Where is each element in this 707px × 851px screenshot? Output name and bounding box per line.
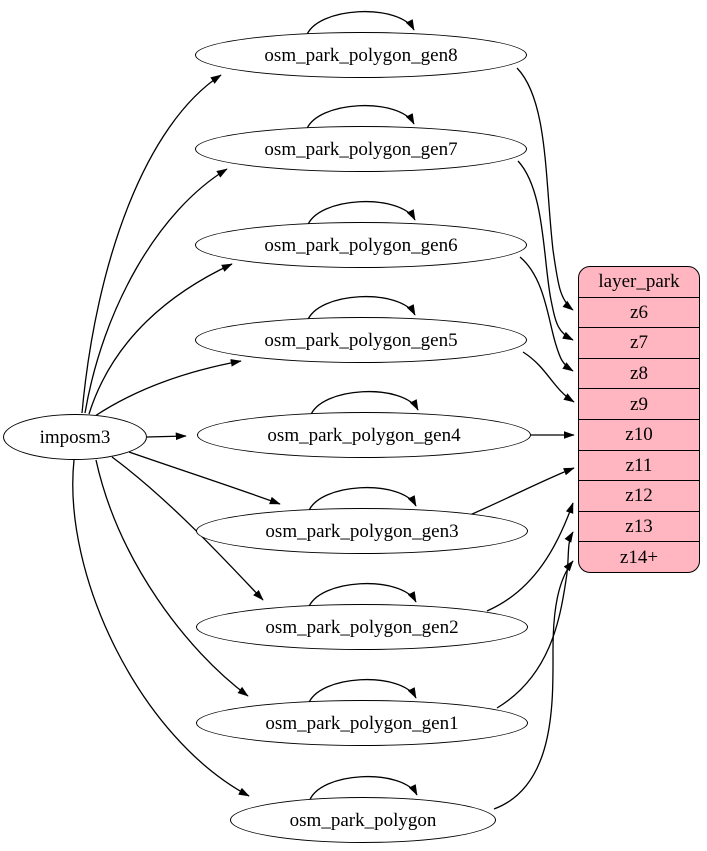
selfloop-gen4 xyxy=(309,390,419,418)
node-imposm3: imposm3 xyxy=(3,414,147,460)
edge-gen1-z13 xyxy=(496,531,574,709)
edge-gen6-z8 xyxy=(519,256,574,372)
node-osm-park-polygon-gen8: osm_park_polygon_gen8 xyxy=(195,32,527,78)
record-row-z7: z7 xyxy=(579,327,699,358)
node-osm-park-polygon-gen6: osm_park_polygon_gen6 xyxy=(195,222,527,268)
selfloop-gen3 xyxy=(307,486,417,514)
edge-gen3-z11 xyxy=(469,467,575,516)
node-osm-park-polygon-gen2: osm_park_polygon_gen2 xyxy=(196,604,528,650)
node-osm-park-polygon-gen1: osm_park_polygon_gen1 xyxy=(196,700,528,746)
selfloop-gen7 xyxy=(305,104,415,132)
edge-imposm3-gen4 xyxy=(146,432,187,441)
edge-imposm3-gen7 xyxy=(84,168,228,414)
node-label: osm_park_polygon_gen4 xyxy=(267,424,461,446)
record-layer-park: layer_park z6 z7 z8 z9 z10 z11 z12 z13 z… xyxy=(578,266,700,573)
edge-gen2-z12 xyxy=(486,502,574,612)
selfloop-polygon xyxy=(308,775,418,803)
node-osm-park-polygon-gen3: osm_park_polygon_gen3 xyxy=(196,508,528,554)
edge-gen7-z7 xyxy=(517,160,574,341)
record-row-z10: z10 xyxy=(579,418,699,450)
record-header: layer_park xyxy=(579,267,699,297)
node-label: osm_park_polygon_gen3 xyxy=(265,520,459,542)
record-row-z8: z8 xyxy=(579,357,699,389)
selfloop-gen2 xyxy=(307,582,417,610)
record-row-z12: z12 xyxy=(579,480,699,511)
node-label: osm_park_polygon_gen2 xyxy=(265,616,459,638)
node-label: osm_park_polygon_gen8 xyxy=(264,44,458,66)
edge-imposm3-gen5 xyxy=(94,359,242,417)
edge-imposm3-gen1 xyxy=(95,459,249,697)
node-label: osm_park_polygon_gen5 xyxy=(264,329,458,351)
record-row-z11: z11 xyxy=(579,449,699,481)
edge-imposm3-gen2 xyxy=(111,456,264,601)
node-label: osm_park_polygon xyxy=(289,809,437,831)
record-row-z13: z13 xyxy=(579,510,699,542)
edge-imposm3-polygon xyxy=(72,459,250,797)
node-label: osm_park_polygon_gen6 xyxy=(264,234,458,256)
node-imposm3-label: imposm3 xyxy=(39,426,111,448)
record-row-z14: z14+ xyxy=(579,541,699,572)
node-label: osm_park_polygon_gen1 xyxy=(265,712,459,734)
edge-imposm3-gen3 xyxy=(128,451,281,505)
node-osm-park-polygon-gen4: osm_park_polygon_gen4 xyxy=(197,412,531,458)
edge-imposm3-gen8 xyxy=(81,74,222,414)
record-row-z6: z6 xyxy=(579,296,699,328)
edge-gen5-z9 xyxy=(522,351,575,403)
edge-gen8-z6 xyxy=(516,67,574,311)
record-row-z9: z9 xyxy=(579,388,699,419)
edge-imposm3-gen6 xyxy=(88,263,233,415)
node-label: osm_park_polygon_gen7 xyxy=(264,138,458,160)
node-osm-park-polygon: osm_park_polygon xyxy=(230,797,496,843)
edge-polygon-z14 xyxy=(493,560,574,810)
record-title: layer_park xyxy=(598,271,680,293)
selfloop-gen5 xyxy=(306,295,416,323)
selfloop-gen1 xyxy=(307,678,417,706)
node-osm-park-polygon-gen7: osm_park_polygon_gen7 xyxy=(195,126,527,172)
selfloop-gen6 xyxy=(306,200,416,228)
selfloop-gen8 xyxy=(305,10,415,38)
node-osm-park-polygon-gen5: osm_park_polygon_gen5 xyxy=(195,317,527,363)
